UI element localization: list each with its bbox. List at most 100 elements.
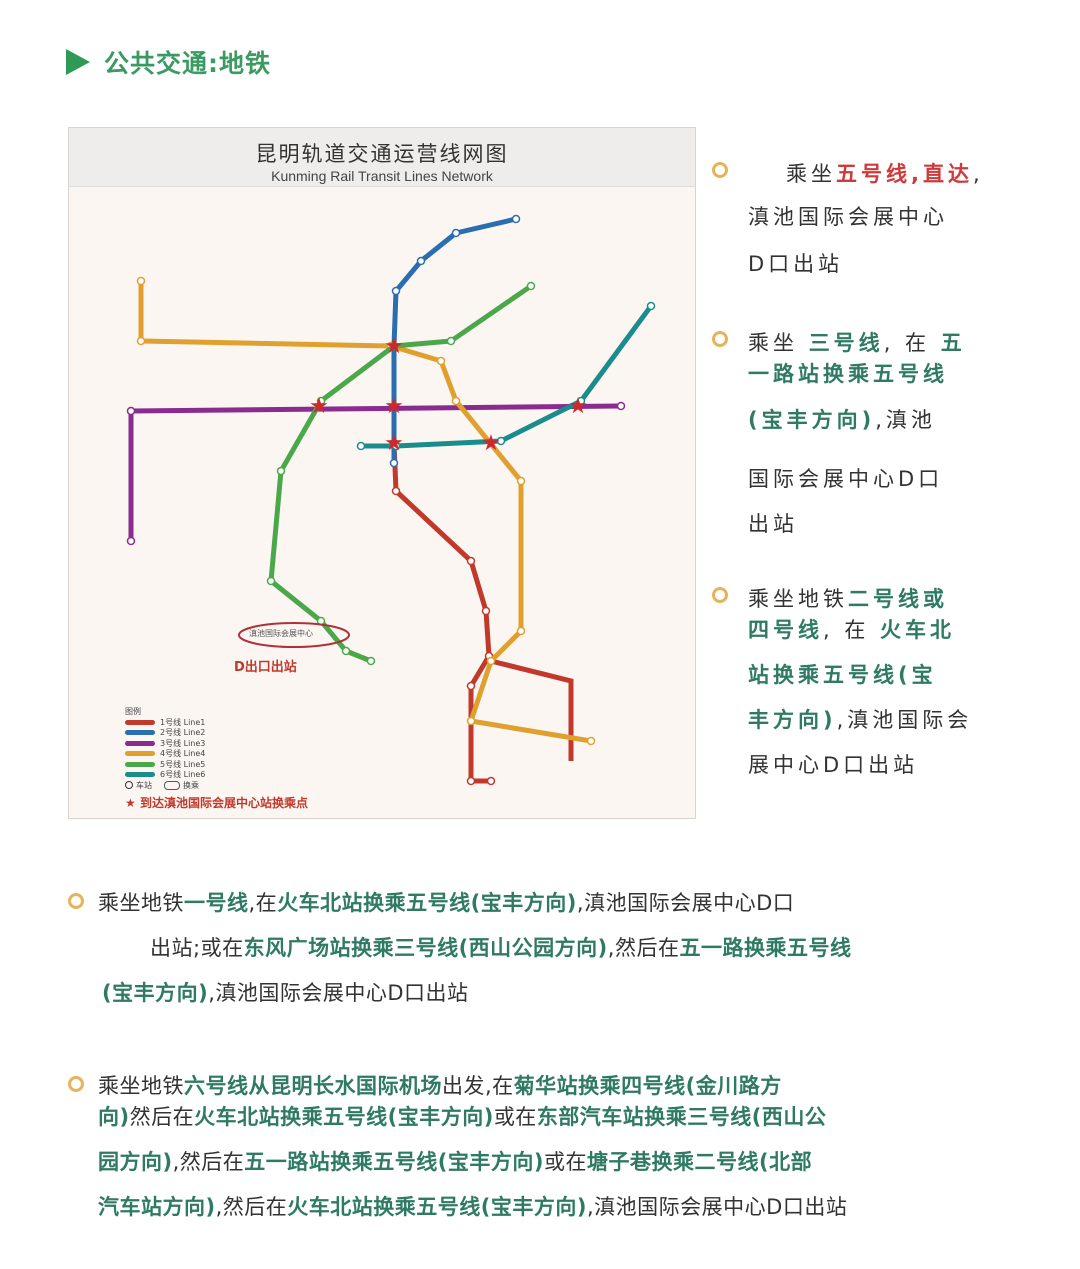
metro-lines: ★★★★★★ bbox=[126, 214, 656, 786]
instruction-line: 园方向),然后在五一路站换乘五号线(宝丰方向)或在塘子巷换乘二号线(北部 bbox=[98, 1146, 812, 1176]
metro-map: ★★★★★★ 昆明轨道交通运营线网图 Kunming Rail Transit … bbox=[68, 127, 696, 819]
instruction-line: 站换乘五号线(宝 bbox=[748, 659, 937, 689]
plain-text: , 在 bbox=[883, 331, 941, 355]
legend-line-2: 2号线 Line2 bbox=[125, 728, 308, 739]
instruction-line: 滇池国际会展中心 bbox=[748, 201, 948, 231]
station-marker bbox=[416, 256, 426, 266]
instruction-line: 出站 bbox=[748, 508, 798, 538]
transfer-star-icon: ★ bbox=[481, 431, 501, 456]
plain-text: , bbox=[972, 162, 984, 186]
instruction-line: 乘坐地铁六号线从昆明长水国际机场出发,在菊华站换乘四号线(金川路方 bbox=[98, 1070, 782, 1100]
plain-text: 乘坐 bbox=[748, 331, 809, 355]
legend-line-label: 3号线 Line3 bbox=[160, 738, 206, 748]
legend-line-label: 4号线 Line4 bbox=[160, 749, 206, 759]
station-marker bbox=[389, 341, 399, 351]
plain-text: 出站 bbox=[748, 512, 798, 536]
line-2-path bbox=[391, 216, 517, 463]
plain-text: 或在 bbox=[544, 1150, 587, 1174]
instruction-line: (宝丰方向),滇池国际会展中心D口出站 bbox=[102, 977, 469, 1007]
station-marker bbox=[391, 286, 401, 296]
legend-line-label: 5号线 Line5 bbox=[160, 759, 206, 769]
highlight-text: 火车北站换乘五号线(宝丰方向) bbox=[287, 1195, 587, 1219]
instruction-line: 展中心D口出站 bbox=[748, 749, 918, 779]
highlight-text: 一路站换乘五号线 bbox=[748, 362, 948, 386]
station-marker bbox=[481, 606, 491, 616]
highlight-text: 四号线 bbox=[748, 618, 823, 642]
station-marker bbox=[616, 401, 626, 411]
plain-text: ,滇池 bbox=[875, 408, 936, 432]
legend-star: ★ 到达滇池国际会展中心站换乘点 bbox=[125, 794, 308, 811]
station-marker bbox=[466, 681, 476, 691]
line-swatch bbox=[125, 719, 155, 725]
section-heading: 公共交通:地铁 bbox=[66, 44, 271, 80]
instruction-line: 汽车站方向),然后在火车北站换乘五号线(宝丰方向),滇池国际会展中心D口出站 bbox=[98, 1191, 847, 1221]
plain-text: 乘坐地铁 bbox=[98, 1074, 184, 1098]
plain-text: ,然后在 bbox=[172, 1150, 245, 1174]
circle-bullet-icon bbox=[68, 893, 84, 909]
line-1-branch bbox=[490, 658, 574, 761]
highlight-text: 三号线 bbox=[808, 331, 884, 355]
map-header: 昆明轨道交通运营线网图 Kunming Rail Transit Lines N… bbox=[69, 128, 695, 187]
instruction-line: 乘坐 三号线, 在 五 bbox=[748, 327, 966, 357]
station-marker bbox=[389, 458, 399, 468]
map-subtitle: Kunming Rail Transit Lines Network bbox=[271, 168, 493, 184]
circle-bullet-icon bbox=[712, 587, 728, 603]
legend-station: 车站 换乘 bbox=[125, 780, 308, 791]
highlight-text: 园方向) bbox=[98, 1150, 173, 1174]
plain-text: ,滇池国际会展中心D口出站 bbox=[208, 981, 469, 1005]
circle-bullet-icon bbox=[68, 1076, 84, 1092]
plain-text: 然后在 bbox=[129, 1105, 195, 1129]
line-swatch bbox=[125, 761, 155, 767]
station-marker bbox=[266, 576, 276, 586]
highlight-text: (宝丰方向) bbox=[102, 981, 209, 1005]
station-marker bbox=[526, 281, 536, 291]
station-marker bbox=[466, 776, 476, 786]
plain-text: ,然后在 bbox=[607, 936, 680, 960]
line-swatch bbox=[125, 730, 155, 736]
instruction-line: 乘坐五号线,直达, bbox=[786, 158, 984, 188]
instruction-line: 乘坐地铁二号线或 bbox=[748, 583, 948, 613]
legend-line-3: 3号线 Line3 bbox=[125, 738, 308, 749]
legend-line-label: 1号线 Line1 bbox=[160, 717, 206, 727]
station-marker bbox=[446, 336, 456, 346]
plain-text: 或在 bbox=[493, 1105, 537, 1129]
legend-line-label: 6号线 Line6 bbox=[160, 770, 206, 780]
plain-text: ,然后在 bbox=[215, 1195, 288, 1219]
transfer-star-icon: ★ bbox=[568, 394, 588, 419]
station-marker bbox=[496, 436, 506, 446]
instruction-line: 出站;或在东风广场站换乘三号线(西山公园方向),然后在五一路换乘五号线 bbox=[150, 932, 851, 962]
station-marker bbox=[516, 626, 526, 636]
highlight-text: 菊华站换乘四号线(金川路方 bbox=[513, 1074, 782, 1098]
instruction-line: 四号线, 在 火车北 bbox=[748, 614, 955, 644]
plain-text: 出发,在 bbox=[442, 1074, 514, 1098]
play-triangle-icon bbox=[66, 49, 90, 75]
highlight-text: 塘子巷换乘二号线(北部 bbox=[587, 1150, 813, 1174]
legend-line-label: 2号线 Line2 bbox=[160, 728, 206, 738]
station-marker bbox=[466, 716, 476, 726]
plain-text: ,滇池国际会展中心D口出站 bbox=[587, 1195, 848, 1219]
highlight-text: 东风广场站换乘三号线(西山公园方向) bbox=[243, 936, 608, 960]
plain-text: 乘坐 bbox=[786, 162, 836, 186]
highlight-text: 东部汽车站换乘三号线(西山公 bbox=[536, 1105, 827, 1129]
station-marker bbox=[451, 396, 461, 406]
transfer-icon bbox=[164, 780, 180, 790]
line-swatch bbox=[125, 751, 155, 757]
legend-title: 图例 bbox=[125, 707, 141, 716]
transfer-star-icon: ★ bbox=[309, 394, 329, 419]
transfer-star-icon: ★ bbox=[384, 334, 404, 359]
station-marker bbox=[466, 556, 476, 566]
plain-text: 展中心D口出站 bbox=[748, 753, 919, 777]
station-marker bbox=[516, 476, 526, 486]
highlight-text: 六号线从昆明长水国际机场 bbox=[184, 1074, 442, 1098]
instruction-line: 国际会展中心D口 bbox=[748, 463, 943, 493]
line-swatch bbox=[125, 740, 155, 746]
transfer-label: 换乘 bbox=[183, 780, 199, 790]
station-marker bbox=[486, 656, 496, 666]
legend-line-6: 6号线 Line6 bbox=[125, 770, 308, 781]
section-title: 公共交通:地铁 bbox=[104, 49, 271, 78]
station-marker bbox=[356, 441, 366, 451]
highlight-text: 五号线,直达 bbox=[836, 162, 973, 186]
instruction-line: D口出站 bbox=[748, 248, 843, 278]
transfer-star-icon: ★ bbox=[384, 394, 404, 419]
